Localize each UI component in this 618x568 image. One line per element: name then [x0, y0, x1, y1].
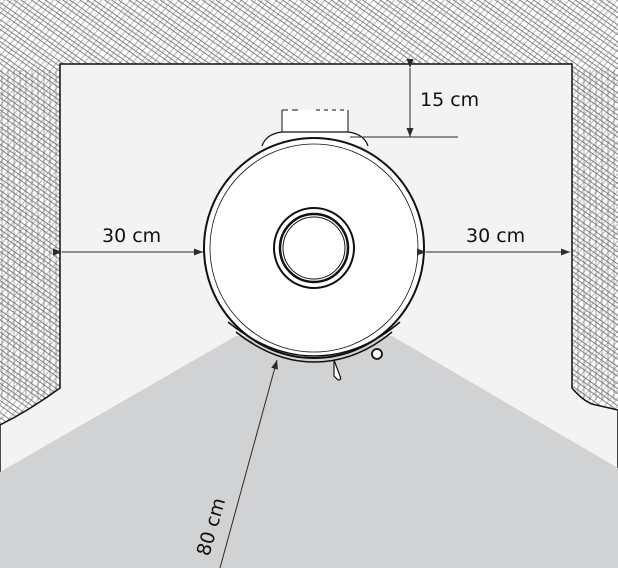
right-clearance-label: 30 cm: [466, 225, 525, 247]
left-clearance-label: 30 cm: [102, 225, 161, 247]
dimension-lines: [53, 59, 570, 568]
stove: [203, 137, 425, 381]
rear-clearance-label: 15 cm: [420, 89, 479, 111]
front-clearance-zone: [0, 336, 618, 568]
